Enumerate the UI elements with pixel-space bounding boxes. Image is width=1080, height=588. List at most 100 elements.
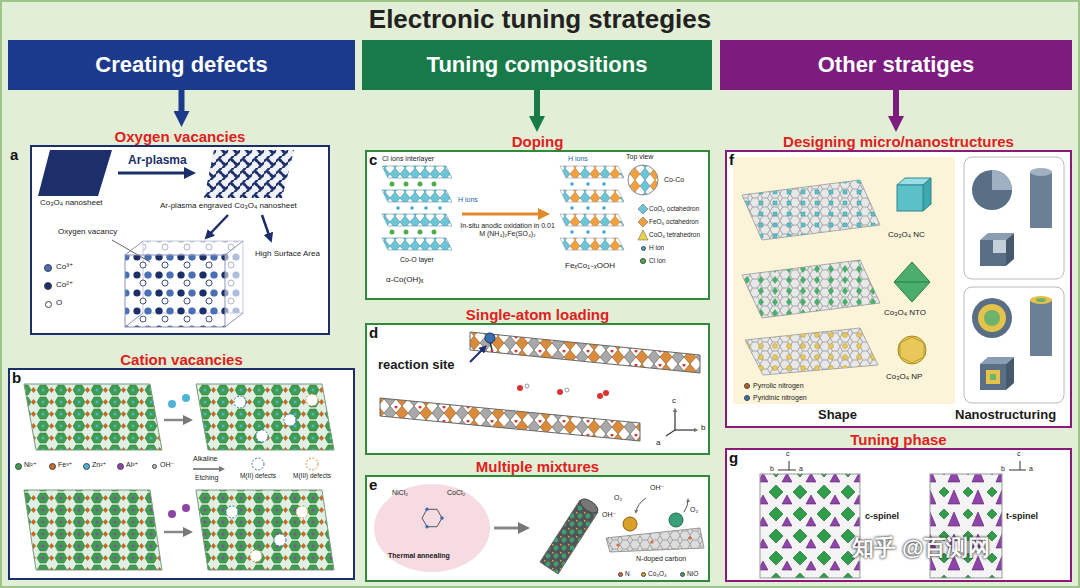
axis-label: c [786,450,790,458]
spinel-phase-figure-part [1020,461,1021,470]
spinel-phase-figure-part [1020,470,1026,471]
nanostructure-figure-part [1006,357,1014,390]
single-atom-figure-part-part [557,389,563,395]
strategy-band: Creating defects [8,40,355,90]
nanostructure-figure [733,157,1064,404]
mixture-figure-part-part [440,516,444,520]
nanostructure-figure-part [898,336,926,364]
doping-figure-part [628,165,658,195]
doping-figure-part-part [586,206,590,210]
cation-vacancy-figure-part [164,419,188,422]
legend-swatch [45,301,52,308]
nanostructure-figure-part [964,157,1064,279]
panel-heading: Tuning phase [725,431,1072,448]
single-atom-figure-part [470,332,700,373]
mixture-figure-part [494,527,524,530]
panel-letter: d [369,325,378,340]
nanostructure-figure-part [900,337,924,363]
panel-frame [365,475,710,582]
panel-frame [365,323,710,455]
nanostructure-figure-part [980,240,1006,266]
single-atom-figure-part-part [597,393,603,399]
nanostructure-figure-part [993,240,1006,253]
doping-figure-part [396,206,442,210]
oxygen-vacancy-figure-part [112,240,150,262]
oxygen-vacancy-figure-part [262,215,270,238]
legend-shape [305,457,319,471]
nanostructure-figure-part [742,260,880,318]
nanostructure-figure-part [984,310,1000,326]
legend-text: O [56,299,62,308]
nanostructure-figure-part [742,180,880,240]
oxygen-vacancy-figure-part [204,150,294,198]
legend-text: M(III) defects [285,472,339,479]
spinel-phase-figure-part [778,470,789,471]
legend-text: Cl ion [649,257,666,264]
nanostructure-figure-part [742,260,880,318]
panel-heading: Multiple mixtures [365,458,710,475]
mixture-figure-part [684,500,688,512]
doping-figure-part [462,213,544,216]
axis-label: c [672,397,676,406]
figure-title: Electronic tuning strategies [0,4,1080,35]
figure-label: Shape [818,408,857,422]
strategy-band: Other stratiges [720,40,1072,90]
nanostructure-figure-part [980,364,1006,390]
axis-label: a [799,465,803,473]
axis-label: b [701,424,705,433]
spinel-phase-figure-part [930,474,1002,578]
mixture-figure-part [616,536,691,546]
doping-figure-part-part [390,182,395,187]
doping-figure-part-part [404,230,409,235]
nanostructure-figure-part [1006,233,1014,266]
oxygen-vacancy-figure-part [125,255,225,327]
spinel-phase-figure-part [760,474,860,578]
strategy-arrow [893,90,899,116]
mixture-figure-part [578,496,600,515]
panel-frame [30,145,330,335]
nanostructure-figure-part [745,328,878,375]
mixture-figure-part [606,528,704,552]
single-atom-figure-part [675,429,696,430]
figure-label: Oxygen vacancy [58,228,117,237]
band-title: Tuning compositions [427,52,648,78]
single-atom-figure-part [674,410,675,430]
figure-label: NiCl₂ [392,489,408,497]
oxygen-vacancy-figure-part [118,172,190,175]
legend-swatch [680,572,685,577]
nanostructure-figure-part [1036,298,1046,302]
panel-letter: b [12,370,21,385]
panel-letter: f [729,152,734,167]
legend-text: Ni²⁺ [24,461,37,469]
doping-figure-part [382,190,452,202]
legend-swatch [15,463,22,470]
mixture-figure-part-part [616,543,619,546]
doping-figure-part-part [570,182,574,186]
watermark: 知乎 @百测网 [852,536,990,560]
mixture-figure-part-part [425,525,429,529]
doping-figure-part-part [438,206,442,210]
cation-vacancy-figure-part [182,504,190,512]
spinel-phase-figure-part [1009,470,1020,471]
doping-figure-part-part [418,182,423,187]
figure-label: t-spinel [1006,512,1038,522]
mixture-figure [374,484,704,574]
strategy-band: Tuning compositions [362,40,712,90]
oxygen-vacancy-figure-part [38,150,112,196]
figure-label: OH⁻ [602,511,616,519]
mixture-figure-part [422,509,442,526]
single-atom-figure-part-part [517,385,523,391]
figure-label: c-spinel [865,512,899,522]
figure-label: In-situ anodic oxidation in 0.01 M (NH₄)… [460,222,555,237]
legend-text: Fe³⁺ [58,461,72,469]
legend-text: CoO₆ octahedron [649,205,699,212]
strategy-arrow [179,90,185,111]
figure-label: Co₃O₄ NTO [884,309,926,318]
doping-figure-part-part [432,230,437,235]
oxygen-vacancy-figure-part [208,215,228,236]
doping-figure-part [560,214,624,226]
legend-shape-outline [638,204,648,214]
doping-figure-part-part [570,206,574,210]
figure-label: Alkaline [193,455,218,463]
nanostructure-figure-part [742,260,880,318]
